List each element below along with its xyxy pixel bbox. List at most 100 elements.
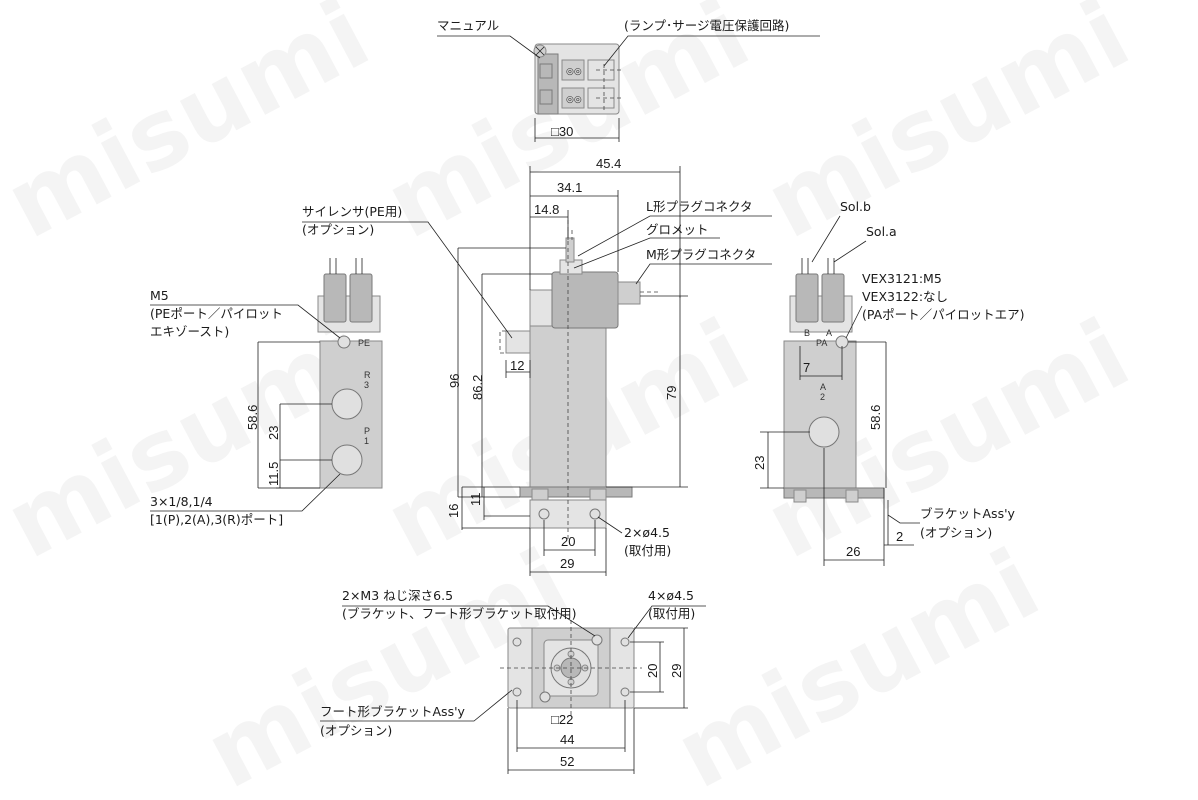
label-l-plug: L形プラグコネクタ	[646, 199, 752, 214]
label-holes-2: (取付用)	[648, 606, 695, 621]
front-silencer-outline	[499, 330, 506, 354]
leader-ports	[150, 473, 341, 512]
dim-79	[606, 295, 688, 488]
front-mount-hole-right	[589, 508, 601, 520]
bottom-centerlines	[500, 620, 642, 716]
dim-left-11-5	[276, 460, 320, 489]
dim-right-58-6-label: 58.6	[868, 405, 883, 430]
top-view-manual-block-2	[539, 89, 553, 105]
front-bracket	[519, 486, 633, 498]
right-port-a2	[808, 416, 840, 448]
right-bracket-foot-2	[845, 489, 859, 503]
dim-29-label: 29	[560, 556, 574, 571]
label-grommet: グロメット	[646, 222, 709, 237]
bottom-hole-bl	[512, 687, 522, 697]
label-foot-2: (オプション)	[320, 723, 392, 738]
dim-bottom-20	[630, 641, 664, 693]
right-coil-sol-b	[795, 273, 819, 323]
bottom-hole-tl	[512, 637, 522, 647]
left-port-r3	[331, 388, 363, 420]
dim-45-4-label: 45.4	[596, 156, 621, 171]
left-r3-a: R	[364, 370, 371, 380]
leader-bracket	[887, 514, 920, 524]
left-view: PE R 3 P 1 58.6 23 11.5 M5 (PEポート／パイロット …	[150, 258, 383, 527]
dim-20-label: 20	[561, 534, 575, 549]
left-pe-label: PE	[358, 338, 370, 348]
right-view: B A PA A 2 7 58.6 23 26 2 Sol.b Sol.a VE…	[752, 199, 1025, 566]
front-mount-hole-left	[538, 508, 550, 520]
dim-bottom-20-label: 20	[645, 664, 660, 678]
right-a2-b: 2	[820, 392, 825, 402]
right-a2-a: A	[820, 382, 826, 392]
leader-grommet	[573, 237, 720, 269]
right-coil-pins	[801, 258, 835, 274]
label-pa-port: (PAポート／パイロットエア)	[862, 307, 1025, 322]
leader-mount-holes	[597, 516, 623, 534]
front-view: 45.4 34.1 14.8 12 96 86.2 79 16 11 20 29…	[302, 156, 772, 576]
right-bracket-foot-1	[793, 489, 807, 503]
label-m3-1: 2×M3 ねじ深さ6.5	[342, 588, 453, 603]
right-pa-label: PA	[816, 338, 827, 348]
dim-79-label: 79	[664, 386, 679, 400]
leader-sol-b	[811, 215, 841, 263]
bottom-view: □22 44 52 20 29 2×M3 ねじ深さ6.5 (ブラケット、フート形…	[320, 588, 706, 774]
dim-right-26	[823, 448, 885, 566]
right-bracket-flange	[883, 488, 889, 545]
bottom-m3-hole-2	[539, 691, 551, 703]
label-pe-port-1: (PEポート／パイロット	[150, 306, 283, 321]
left-p1-a: P	[364, 426, 370, 436]
left-port-p1	[331, 444, 363, 476]
label-silencer-1: サイレンサ(PE用)	[302, 204, 402, 219]
dim-right-7-label: 7	[803, 360, 810, 375]
leader-manual	[437, 35, 541, 59]
dim-12	[505, 360, 531, 378]
dim-11	[483, 487, 530, 520]
leader-m3	[342, 605, 596, 637]
leader-sol-a	[833, 240, 867, 263]
dim-right-7	[799, 346, 843, 380]
label-vex3122: VEX3122:なし	[862, 289, 948, 304]
top-view: ◎◎ ◎◎ マニュアル (ランプ･サージ電圧保護回路) □30	[437, 18, 820, 142]
leader-silencer	[302, 221, 513, 339]
dim-14-8-label: 14.8	[534, 202, 559, 217]
label-silencer-2: (オプション)	[302, 222, 374, 237]
leader-holes	[627, 605, 706, 639]
dim-left-58-6-label: 58.6	[245, 405, 260, 430]
dim-29	[529, 528, 607, 576]
left-coil-2	[349, 273, 373, 323]
label-sol-b: Sol.b	[840, 199, 871, 214]
dim-52	[507, 708, 635, 774]
watermark-text: misumi	[658, 528, 1056, 800]
dim-16-label: 16	[446, 504, 461, 518]
label-mount-holes-1: 2×ø4.5	[624, 525, 670, 540]
label-mount-holes-2: (取付用)	[624, 543, 671, 558]
label-sol-a: Sol.a	[866, 224, 897, 239]
left-coil-1	[323, 273, 347, 323]
front-grommet	[565, 237, 575, 263]
dim-left-23	[279, 403, 332, 461]
dim-square22-label: □22	[551, 712, 573, 727]
dim-34-1	[530, 190, 619, 272]
leader-l-plug	[577, 215, 772, 257]
label-foot-1: フート形ブラケットAss'y	[320, 704, 466, 719]
leader-lamp-surge	[603, 35, 820, 67]
dim-bottom-29	[634, 627, 688, 709]
svg-text:◎◎: ◎◎	[566, 66, 582, 76]
label-lamp-surge: (ランプ･サージ電圧保護回路)	[624, 18, 789, 33]
label-pe-port-2: エキゾースト)	[150, 324, 229, 339]
dim-45-4	[529, 166, 681, 298]
dim-right-23-label: 23	[752, 456, 767, 470]
dim-right-23	[760, 431, 810, 489]
top-view-manual-block-1	[539, 63, 553, 79]
manual-screw-cross	[535, 46, 545, 56]
right-valve-body	[783, 340, 857, 489]
dim-96	[457, 247, 566, 498]
dim-12-label: 12	[510, 358, 524, 373]
bottom-hole-tr	[620, 637, 630, 647]
dim-16	[461, 486, 530, 530]
label-ports-2: [1(P),2(A),3(R)ポート]	[150, 512, 283, 527]
svg-text:◎◎: ◎◎	[566, 94, 582, 104]
top-view-connector-2	[561, 87, 585, 109]
bottom-hole-br	[620, 687, 630, 697]
